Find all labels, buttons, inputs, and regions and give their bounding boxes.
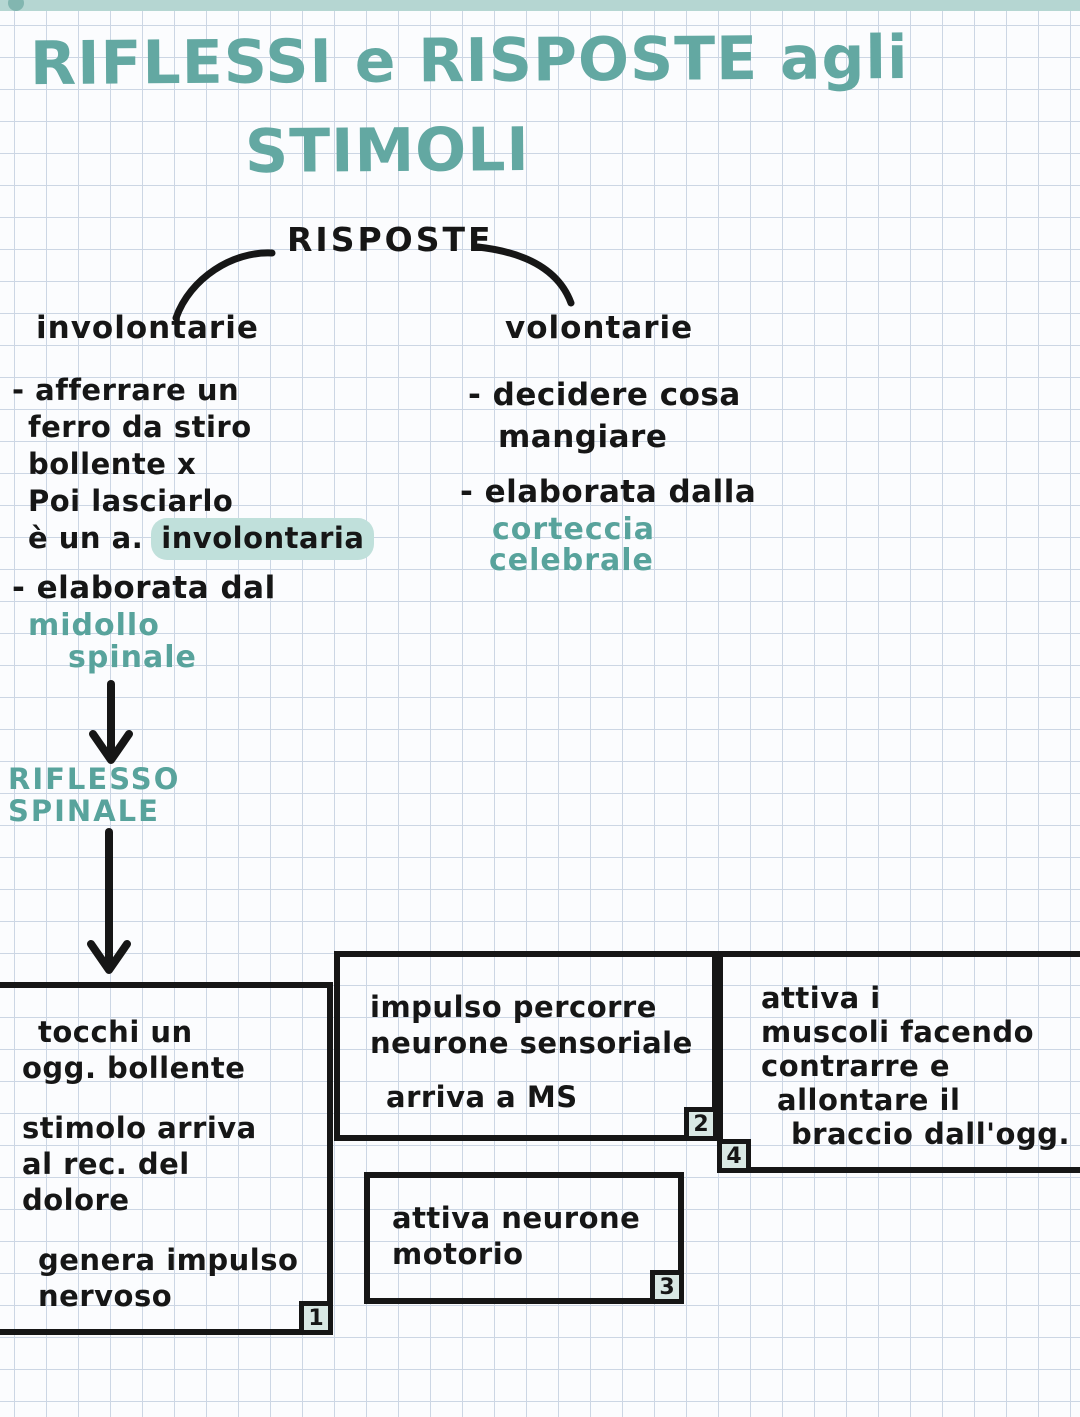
step4-line: braccio dall'ogg. — [791, 1117, 1071, 1151]
branch-curve-left — [172, 249, 276, 322]
branch-header-volontarie: volontarie — [505, 310, 694, 346]
involuntary-example-line: - afferrare un — [12, 373, 240, 407]
step-number-badge-2: 2 — [684, 1107, 718, 1141]
tape-dot-decoration — [8, 0, 24, 11]
involuntary-example-highlight-line: è un a.involontaria — [12, 518, 375, 560]
involuntary-example-block: - afferrare un ferro da stiro bollente x… — [12, 372, 375, 560]
step2-line: neurone sensoriale — [370, 1026, 693, 1060]
riflesso-spinale-label-line2: SPINALE — [8, 794, 160, 828]
arrow-to-steps-head — [87, 940, 131, 974]
involuntary-source-spinale: spinale — [68, 640, 197, 675]
branch-header-involontarie: involontarie — [36, 310, 259, 346]
step-number-badge-1: 1 — [299, 1301, 333, 1335]
step4-line: allontare il — [777, 1083, 961, 1117]
voluntary-example-line: mangiare — [498, 419, 668, 455]
involuntary-example-line: bollente x — [28, 447, 197, 481]
riflesso-spinale-label-line1: RIFLESSO — [8, 762, 181, 796]
voluntary-source-corteccia: corteccia — [492, 512, 655, 547]
involuntary-source-midollo: midollo — [28, 608, 160, 643]
voluntary-example-block: - decidere cosa mangiare — [468, 374, 741, 458]
involuntary-example-prefix: è un a. — [28, 521, 144, 555]
root-node-risposte: RISPOSTE — [287, 220, 494, 259]
step1-line: dolore — [22, 1183, 130, 1217]
step4-line: muscoli facendo — [761, 1015, 1035, 1049]
step4-line: attiva i — [761, 981, 881, 1015]
step2-line: impulso percorre — [370, 990, 657, 1024]
voluntary-example-line: - decidere cosa — [468, 377, 741, 413]
step-box-3: attiva neurone motorio 3 — [364, 1172, 684, 1304]
step4-line: contrarre e — [761, 1049, 951, 1083]
step-box-1: tocchi un ogg. bollente stimolo arriva a… — [0, 982, 333, 1335]
step1-line: al rec. del — [22, 1147, 190, 1181]
voluntary-elaboration-label: - elaborata dalla — [460, 474, 757, 510]
page-title-line2: STIMOLI — [244, 115, 530, 187]
involuntary-example-line: ferro da stiro — [28, 410, 252, 444]
step1-line: tocchi un — [38, 1015, 193, 1049]
step2-line: arriva a MS — [386, 1080, 578, 1114]
step-box-4: attiva i muscoli facendo contrarre e all… — [717, 951, 1080, 1173]
step3-line: attiva neurone — [392, 1201, 641, 1235]
step1-line: ogg. bollente — [22, 1051, 246, 1085]
step1-line: genera impulso — [38, 1243, 299, 1277]
step1-line: stimolo arriva — [22, 1111, 257, 1145]
step3-line: motorio — [392, 1237, 524, 1271]
arrow-to-riflesso-head — [89, 730, 133, 764]
involuntary-elaboration-label: - elaborata dal — [12, 570, 276, 606]
voluntary-source-celebrale: celebrale — [489, 543, 654, 578]
step-number-badge-3: 3 — [650, 1270, 684, 1304]
step-number-badge-4: 4 — [717, 1139, 751, 1173]
washi-tape-strip — [0, 0, 1080, 11]
step1-line: nervoso — [38, 1279, 173, 1313]
involuntary-example-line: Poi lasciarlo — [28, 484, 234, 518]
step-box-2: impulso percorre neurone sensoriale arri… — [334, 951, 718, 1141]
highlighted-word-involontaria: involontaria — [151, 518, 375, 560]
page-title-line1: RIFLESSI e RISPOSTE agli — [29, 22, 909, 100]
